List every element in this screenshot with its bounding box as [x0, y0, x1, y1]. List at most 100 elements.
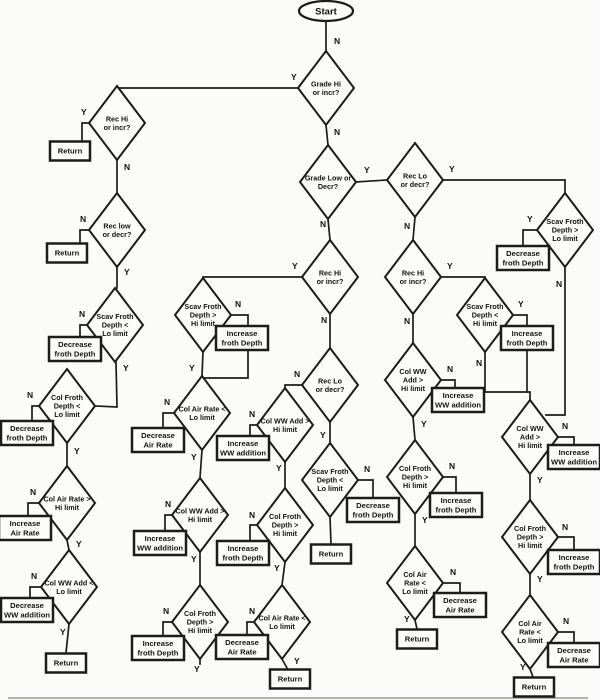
flow-edge-no — [327, 218, 331, 241]
action-box — [215, 539, 271, 567]
action-box — [47, 335, 103, 363]
node-label: Col WW Add <Lo limit — [44, 578, 93, 596]
yes-label: Y — [294, 656, 300, 666]
no-label: N — [163, 606, 169, 616]
flow-edge-yes — [528, 667, 535, 679]
yes-label: Y — [189, 363, 195, 373]
action-box — [0, 419, 55, 447]
terminal-box — [45, 242, 89, 264]
action-box — [132, 529, 188, 557]
no-label: N — [27, 390, 33, 400]
flow-edge-no — [249, 424, 258, 437]
no-label: N — [31, 571, 37, 581]
flow-edge-yes — [65, 538, 71, 552]
flow-edge-yes — [413, 618, 419, 631]
action-box — [214, 633, 270, 661]
diamond-shape — [255, 386, 315, 464]
diamond-shape — [500, 593, 560, 671]
no-label: N — [79, 309, 85, 319]
no-label: N — [164, 397, 170, 407]
diamond-shape — [383, 341, 443, 419]
flow-edge-yes — [355, 179, 388, 183]
flow-edge-no — [162, 412, 175, 429]
no-label: N — [450, 567, 456, 577]
diamond-shape — [383, 238, 443, 316]
diamond-shape — [298, 143, 358, 221]
terminal-return-2: Return — [45, 242, 89, 264]
flow-edge-no — [31, 405, 40, 423]
action-box — [432, 591, 488, 619]
action-box — [0, 596, 55, 624]
yes-label: Y — [537, 475, 543, 485]
action-box — [499, 324, 555, 352]
no-label: N — [124, 162, 130, 172]
node-label: Return — [522, 683, 547, 692]
no-label: N — [320, 219, 326, 229]
no-label: N — [404, 316, 410, 326]
flow-edge-no — [284, 384, 303, 389]
yes-label: Y — [124, 267, 130, 277]
no-label: N — [562, 421, 568, 431]
diamond-shape — [455, 276, 515, 354]
flow-edge-no — [325, 124, 329, 146]
no-label: N — [556, 279, 562, 289]
no-label: N — [294, 369, 300, 379]
yes-label: Y — [537, 574, 543, 584]
action-box — [546, 641, 600, 669]
flow-edge-no — [557, 536, 575, 551]
yes-label: Y — [447, 261, 453, 271]
action-box — [130, 634, 186, 662]
no-label: N — [404, 221, 410, 231]
action-box — [214, 324, 270, 352]
action-box — [428, 491, 484, 519]
flow-edge-yes — [442, 179, 566, 194]
no-label: N — [249, 510, 255, 520]
action-box — [345, 496, 401, 524]
diamond-shape — [500, 498, 560, 576]
flow-edge-yes — [522, 229, 538, 247]
no-label: N — [447, 364, 453, 374]
yes-label: Y — [274, 563, 280, 573]
yes-label: Y — [364, 165, 370, 175]
no-label: N — [449, 461, 455, 471]
yes-label: Y — [320, 430, 326, 440]
node-label: Return — [278, 675, 303, 684]
terminal-return-1: Return — [48, 140, 92, 162]
no-label: N — [563, 616, 569, 626]
diamond-shape — [535, 191, 595, 269]
action-box — [430, 386, 486, 414]
flow-edge-no — [357, 479, 374, 499]
no-label: N — [235, 299, 241, 309]
